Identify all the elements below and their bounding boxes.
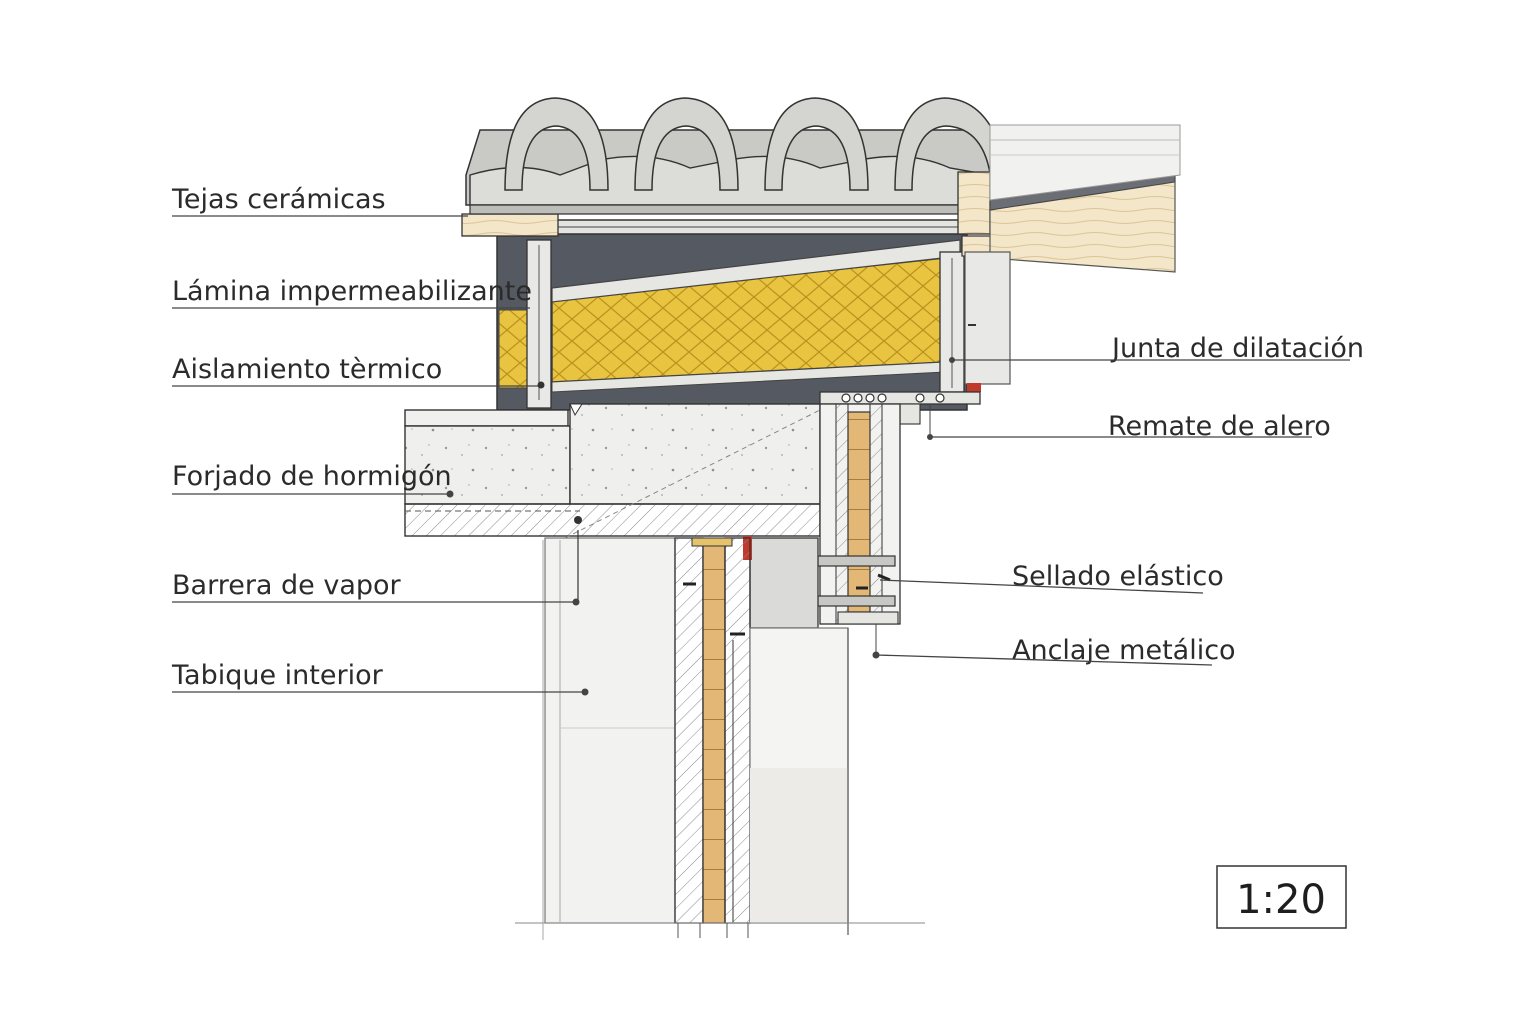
scale-indicator: 1:20 [1216, 865, 1347, 929]
wall-brick-core [702, 544, 726, 924]
metal-anchor-upper [814, 555, 896, 567]
callout-tabique: Tabique interior [171, 660, 589, 696]
label-forjado-de-hormigon: Forjado de hormigón [172, 461, 452, 492]
label-junta-de-dilatacion: Junta de dilatación [1110, 333, 1364, 364]
callout-junta: Junta de dilatación [949, 333, 1364, 364]
lintel-block [749, 537, 819, 629]
scale-text: 1:20 [1236, 877, 1326, 923]
callout-sellado: Sellado elástico [879, 561, 1224, 594]
interior-partition-plaster [544, 537, 676, 924]
callout-lamina: Lámina impermeabilizante [172, 276, 532, 309]
slab-edge-cap [404, 409, 569, 427]
batten-left [461, 213, 559, 237]
wall-outer-leaf [674, 537, 704, 924]
metal-anchor-lower [814, 595, 896, 607]
label-barrera-de-vapor: Barrera de vapor [172, 570, 402, 601]
slab-soffit-hatch [404, 503, 821, 537]
callout-anclaje: Anclaje metálico [872, 624, 1236, 666]
callout-aislamiento: Aislamiento tèrmico [172, 354, 538, 387]
eave-timber-block [957, 171, 991, 235]
callout-forjado: Forjado de hormigón [172, 461, 454, 498]
wall-inner-leaf [724, 537, 751, 924]
concrete-beam [569, 403, 821, 505]
label-tejas-ceramicas: Tejas cerámicas [171, 184, 386, 215]
insulation-left-infill [498, 309, 528, 389]
label-anclaje-metalico: Anclaje metálico [1012, 635, 1236, 666]
callout-tejas: Tejas cerámicas [171, 184, 468, 217]
scale-box [1216, 865, 1347, 929]
concrete-slab [404, 425, 571, 505]
sealant-red-upper [967, 383, 981, 392]
fascia-panel [964, 251, 1011, 385]
ceramic-tiles [465, 97, 1011, 215]
timber-stud-right [847, 411, 871, 613]
label-sellado-elastico: Sellado elástico [1012, 561, 1224, 592]
callout-remate: Remate de alero [927, 405, 1331, 442]
label-tabique-interior: Tabique interior [171, 660, 384, 691]
callout-barrera: Barrera de vapor [172, 570, 580, 606]
label-lamina-impermeabilizante: Lámina impermeabilizante [172, 276, 532, 307]
label-aislamiento-termico: Aislamiento tèrmico [172, 354, 442, 385]
